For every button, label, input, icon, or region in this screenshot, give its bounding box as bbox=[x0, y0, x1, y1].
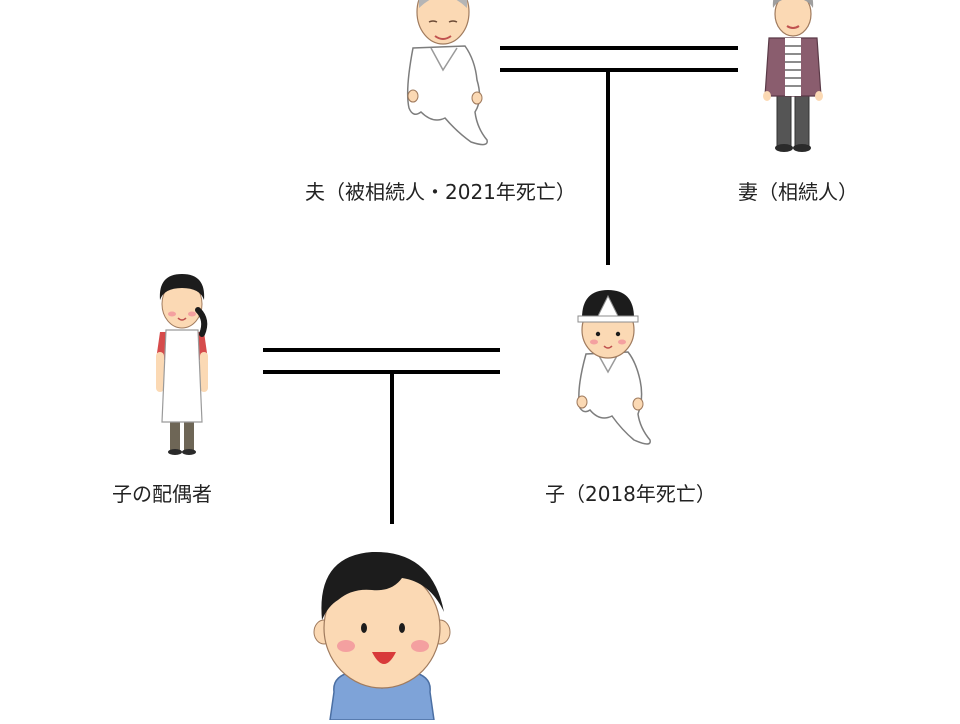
marriage-line-child-spouse bbox=[263, 348, 500, 374]
elderly-woman-icon bbox=[763, 0, 823, 152]
descent-line-to-grandchild bbox=[390, 372, 394, 524]
label-child-spouse: 子の配偶者 bbox=[112, 482, 212, 506]
label-child: 子（2018年死亡） bbox=[545, 482, 716, 506]
label-husband: 夫（被相続人・2021年死亡） bbox=[305, 180, 576, 204]
woman-apron-icon bbox=[156, 274, 208, 455]
descent-line-to-child bbox=[606, 70, 610, 265]
boy-icon bbox=[313, 551, 451, 721]
ghost-man-icon bbox=[576, 290, 651, 445]
label-wife: 妻（相続人） bbox=[738, 180, 858, 204]
elderly-man-ghost-icon bbox=[406, 0, 488, 146]
marriage-line-husband-wife bbox=[500, 46, 738, 72]
